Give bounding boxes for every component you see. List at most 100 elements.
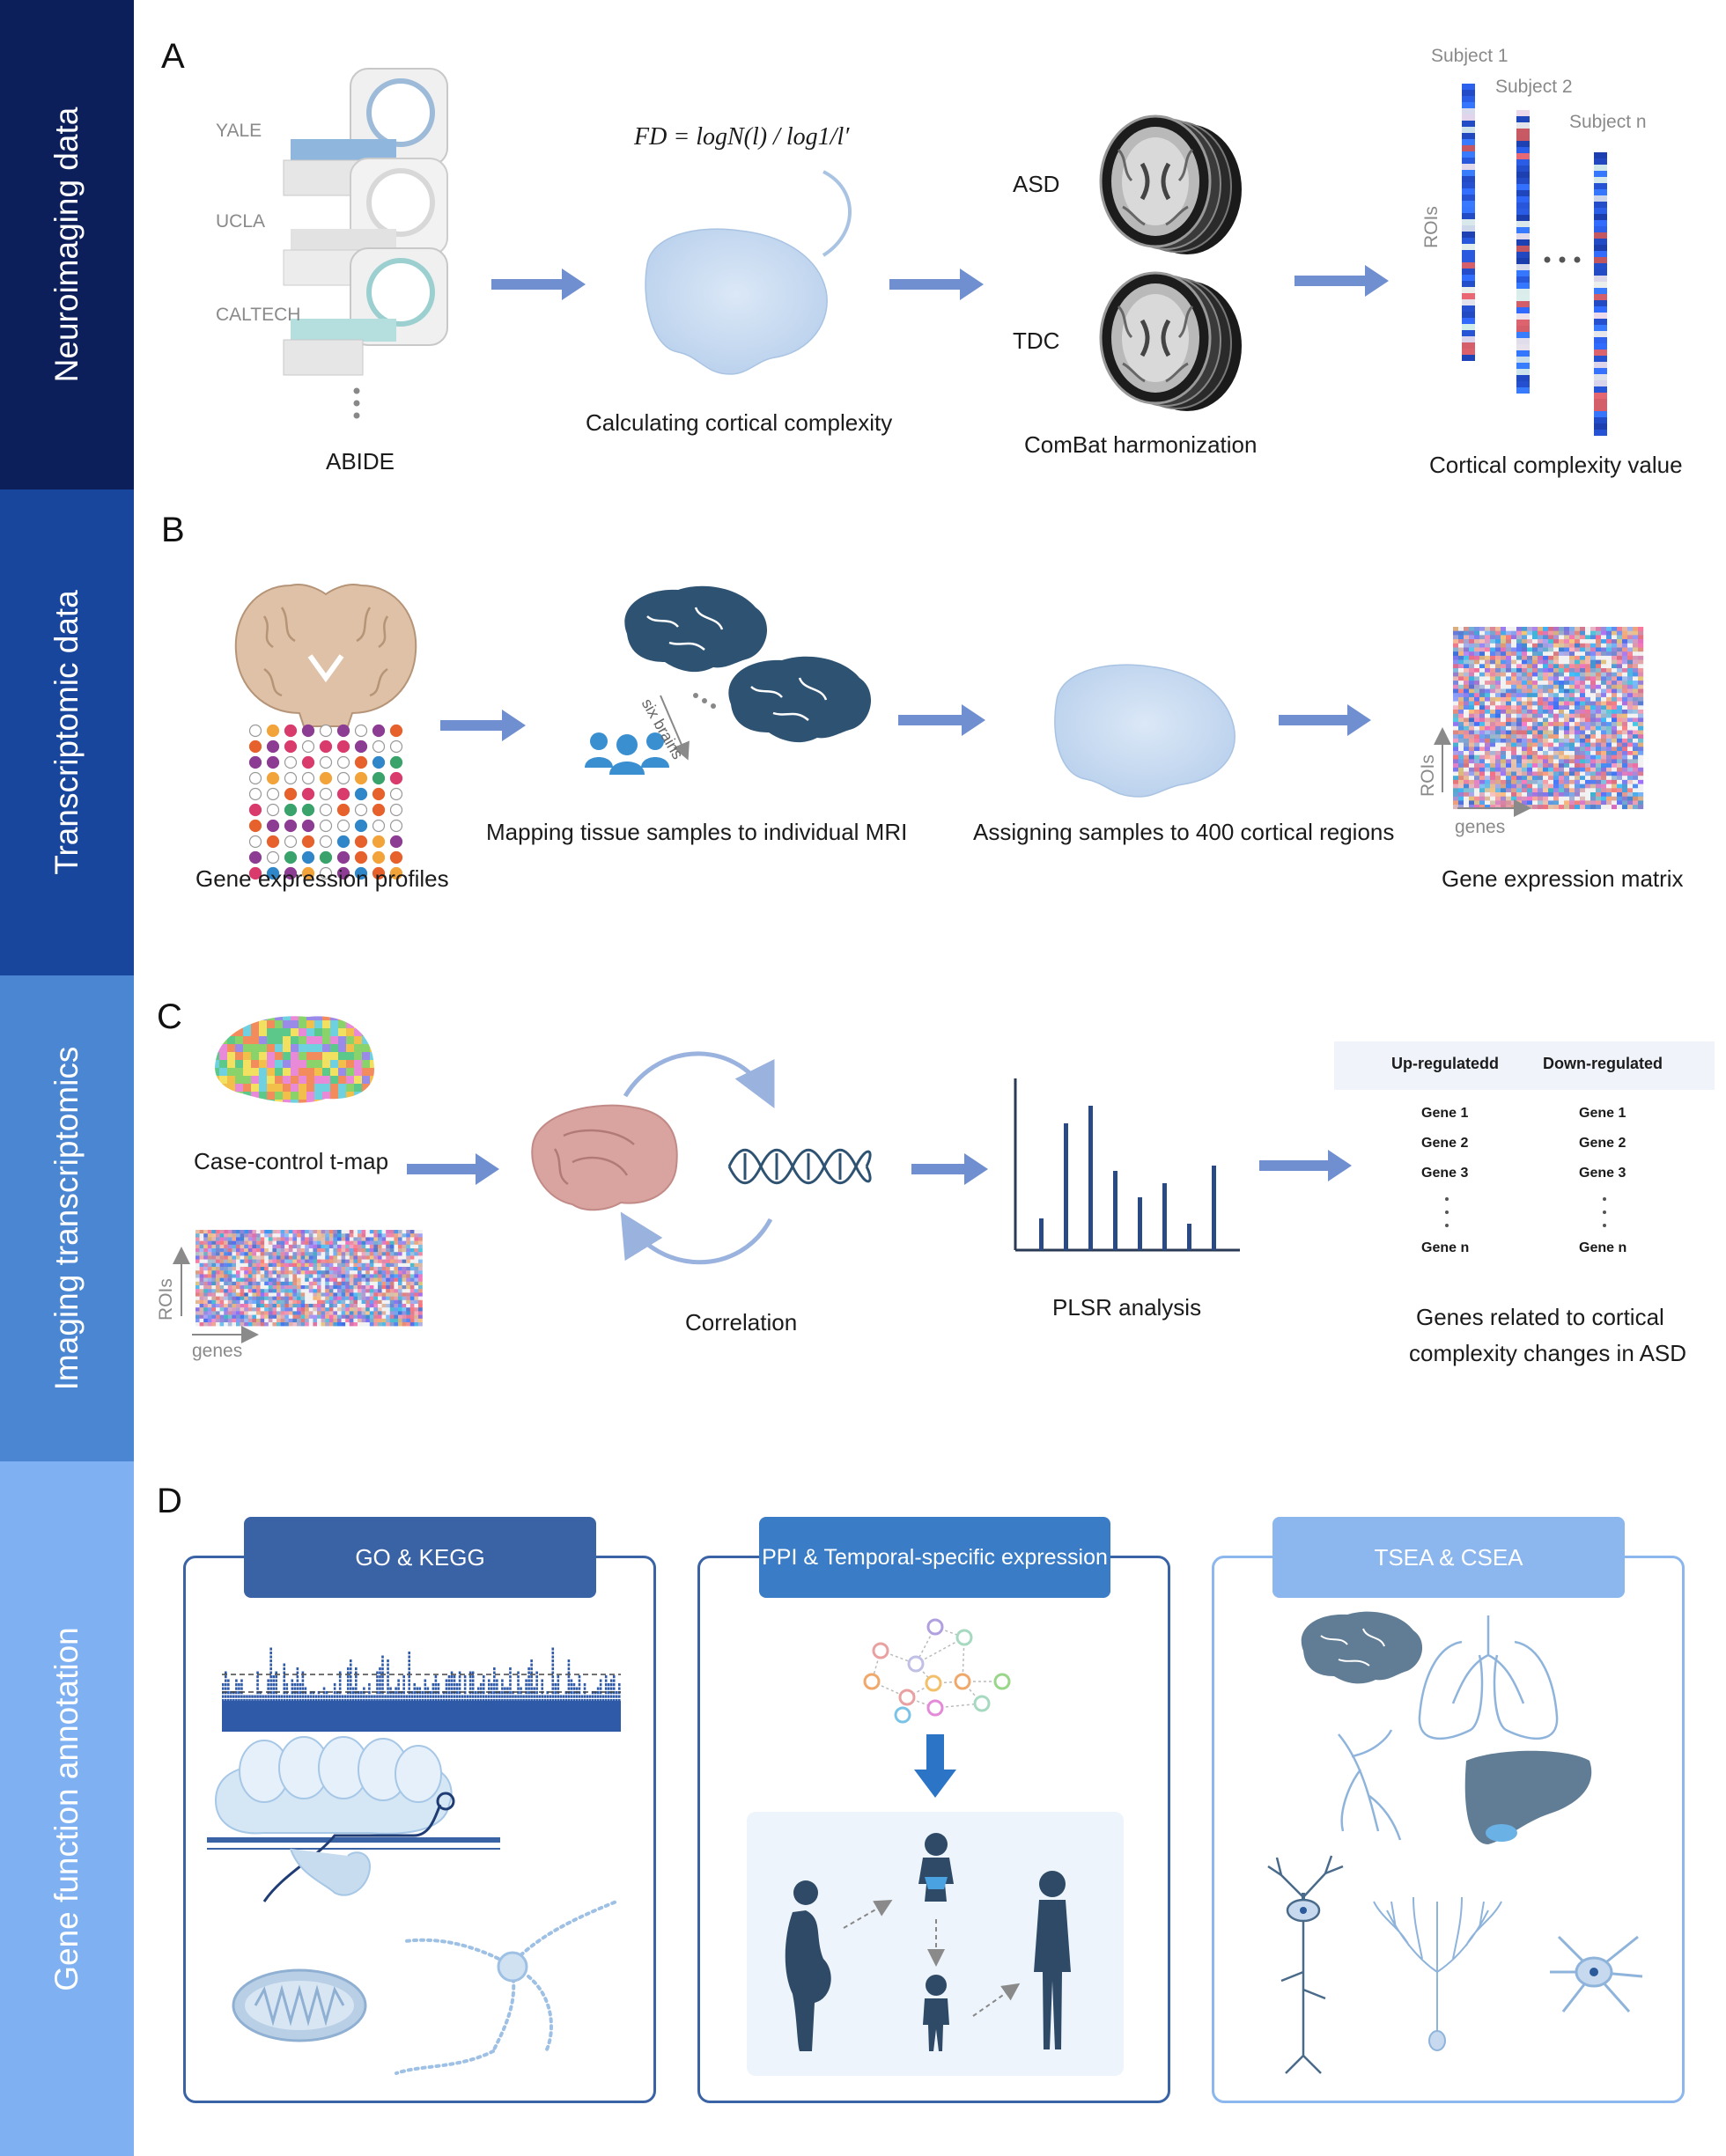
matrix-cell — [378, 1314, 382, 1319]
matrix-cell — [1464, 742, 1470, 747]
matrix-cell — [321, 1311, 326, 1315]
manhattan-point — [468, 1671, 472, 1674]
matrix-cell — [277, 1240, 281, 1245]
matrix-cell — [232, 1285, 237, 1290]
matrix-cell — [389, 1299, 395, 1305]
matrix-cell — [1453, 776, 1459, 781]
matrix-cell — [227, 1281, 232, 1286]
matrix-cell — [1601, 639, 1607, 644]
matrix-cell — [1553, 800, 1560, 806]
matrix-cell — [1464, 759, 1470, 764]
manhattan-point — [288, 1695, 291, 1698]
manhattan-point — [491, 1691, 493, 1695]
matrix-cell — [402, 1311, 407, 1315]
matrix-cell — [1501, 725, 1507, 731]
matrix-cell — [1464, 800, 1470, 806]
ppi-node — [926, 1699, 944, 1717]
matrix-cell — [272, 1304, 277, 1308]
matrix-cell — [1633, 759, 1639, 764]
parcel — [291, 1100, 299, 1103]
parcel — [378, 1028, 387, 1037]
matrix-cell — [1522, 788, 1528, 793]
manhattan-point — [588, 1699, 592, 1703]
matrix-cell — [1511, 788, 1517, 793]
matrix-cell — [1580, 763, 1586, 769]
manhattan-point — [458, 1683, 461, 1687]
matrix-cell — [381, 1237, 387, 1241]
matrix-cell — [1485, 639, 1491, 644]
parcel — [235, 1052, 244, 1061]
matrix-cell — [1617, 681, 1623, 686]
matrix-cell — [227, 1252, 232, 1256]
matrix-cell — [268, 1244, 273, 1249]
manhattan-point — [272, 1679, 275, 1682]
matrix-cell — [1548, 771, 1554, 776]
manhattan-point — [463, 1695, 467, 1698]
manhattan-point — [491, 1687, 493, 1690]
manhattan-point — [299, 1691, 302, 1695]
manhattan-point — [301, 1687, 305, 1690]
manhattan-point — [379, 1671, 381, 1674]
matrix-cell — [1464, 635, 1470, 640]
matrix-cell — [1553, 754, 1560, 760]
matrix-cell — [409, 1311, 415, 1315]
matrix-cell — [389, 1296, 395, 1300]
matrix-cell — [1495, 788, 1501, 793]
matrix-cell — [244, 1233, 248, 1238]
matrix-cell — [268, 1259, 273, 1263]
matrix-cell — [409, 1252, 415, 1256]
matrix-cell — [1453, 730, 1459, 735]
matrix-cell — [300, 1296, 306, 1300]
parcel — [338, 1084, 347, 1093]
matrix-cell — [240, 1267, 245, 1271]
matrix-cell — [313, 1289, 318, 1293]
parcel — [322, 1092, 331, 1100]
matrix-cell — [1474, 668, 1480, 673]
matrix-cell — [386, 1262, 390, 1268]
manhattan-point — [607, 1687, 610, 1690]
manhattan-point — [450, 1671, 454, 1674]
manhattan-point — [272, 1691, 275, 1695]
manhattan-point — [230, 1699, 232, 1703]
matrix-cell — [406, 1237, 410, 1241]
matrix-cell — [272, 1270, 277, 1275]
matrix-cell — [1543, 647, 1549, 652]
manhattan-point — [482, 1691, 485, 1695]
matrix-cell — [268, 1267, 273, 1271]
matrix-cell — [409, 1255, 415, 1260]
sample-dot — [372, 787, 386, 801]
manhattan-point — [299, 1695, 302, 1698]
matrix-cell — [292, 1307, 298, 1312]
matrix-cell — [1622, 684, 1628, 689]
matrix-cell — [1612, 725, 1618, 731]
matrix-cell — [1469, 754, 1475, 760]
matrix-cell — [1506, 796, 1512, 801]
matrix-cell — [1501, 684, 1507, 689]
parcel — [322, 1068, 331, 1077]
matrix-cell — [256, 1255, 261, 1260]
matrix-cell — [1553, 701, 1560, 706]
subject-value-strips — [1462, 84, 1607, 436]
parcel — [322, 1100, 331, 1103]
ppi-node — [925, 1674, 942, 1692]
matrix-cell — [1622, 630, 1628, 636]
sample-dot — [301, 866, 315, 880]
matrix-cell — [240, 1248, 245, 1253]
matrix-cell — [337, 1296, 342, 1300]
matrix-cell — [268, 1318, 273, 1323]
matrix-cell — [211, 1255, 217, 1260]
matrix-cell — [1501, 742, 1507, 747]
matrix-cell — [341, 1289, 346, 1293]
sidebar-neuroimaging: Neuroimaging data — [0, 0, 134, 489]
manhattan-point — [535, 1683, 538, 1687]
manhattan-point — [283, 1699, 286, 1703]
matrix-cell — [328, 1274, 334, 1278]
matrix-cell — [1479, 639, 1486, 644]
manhattan-point — [455, 1683, 459, 1687]
manhattan-point — [269, 1695, 272, 1698]
matrix-cell — [1479, 776, 1486, 781]
manhattan-point — [381, 1655, 384, 1659]
matrix-cell — [333, 1270, 338, 1275]
matrix-cell — [1474, 805, 1480, 810]
matrix-cell — [260, 1244, 265, 1249]
